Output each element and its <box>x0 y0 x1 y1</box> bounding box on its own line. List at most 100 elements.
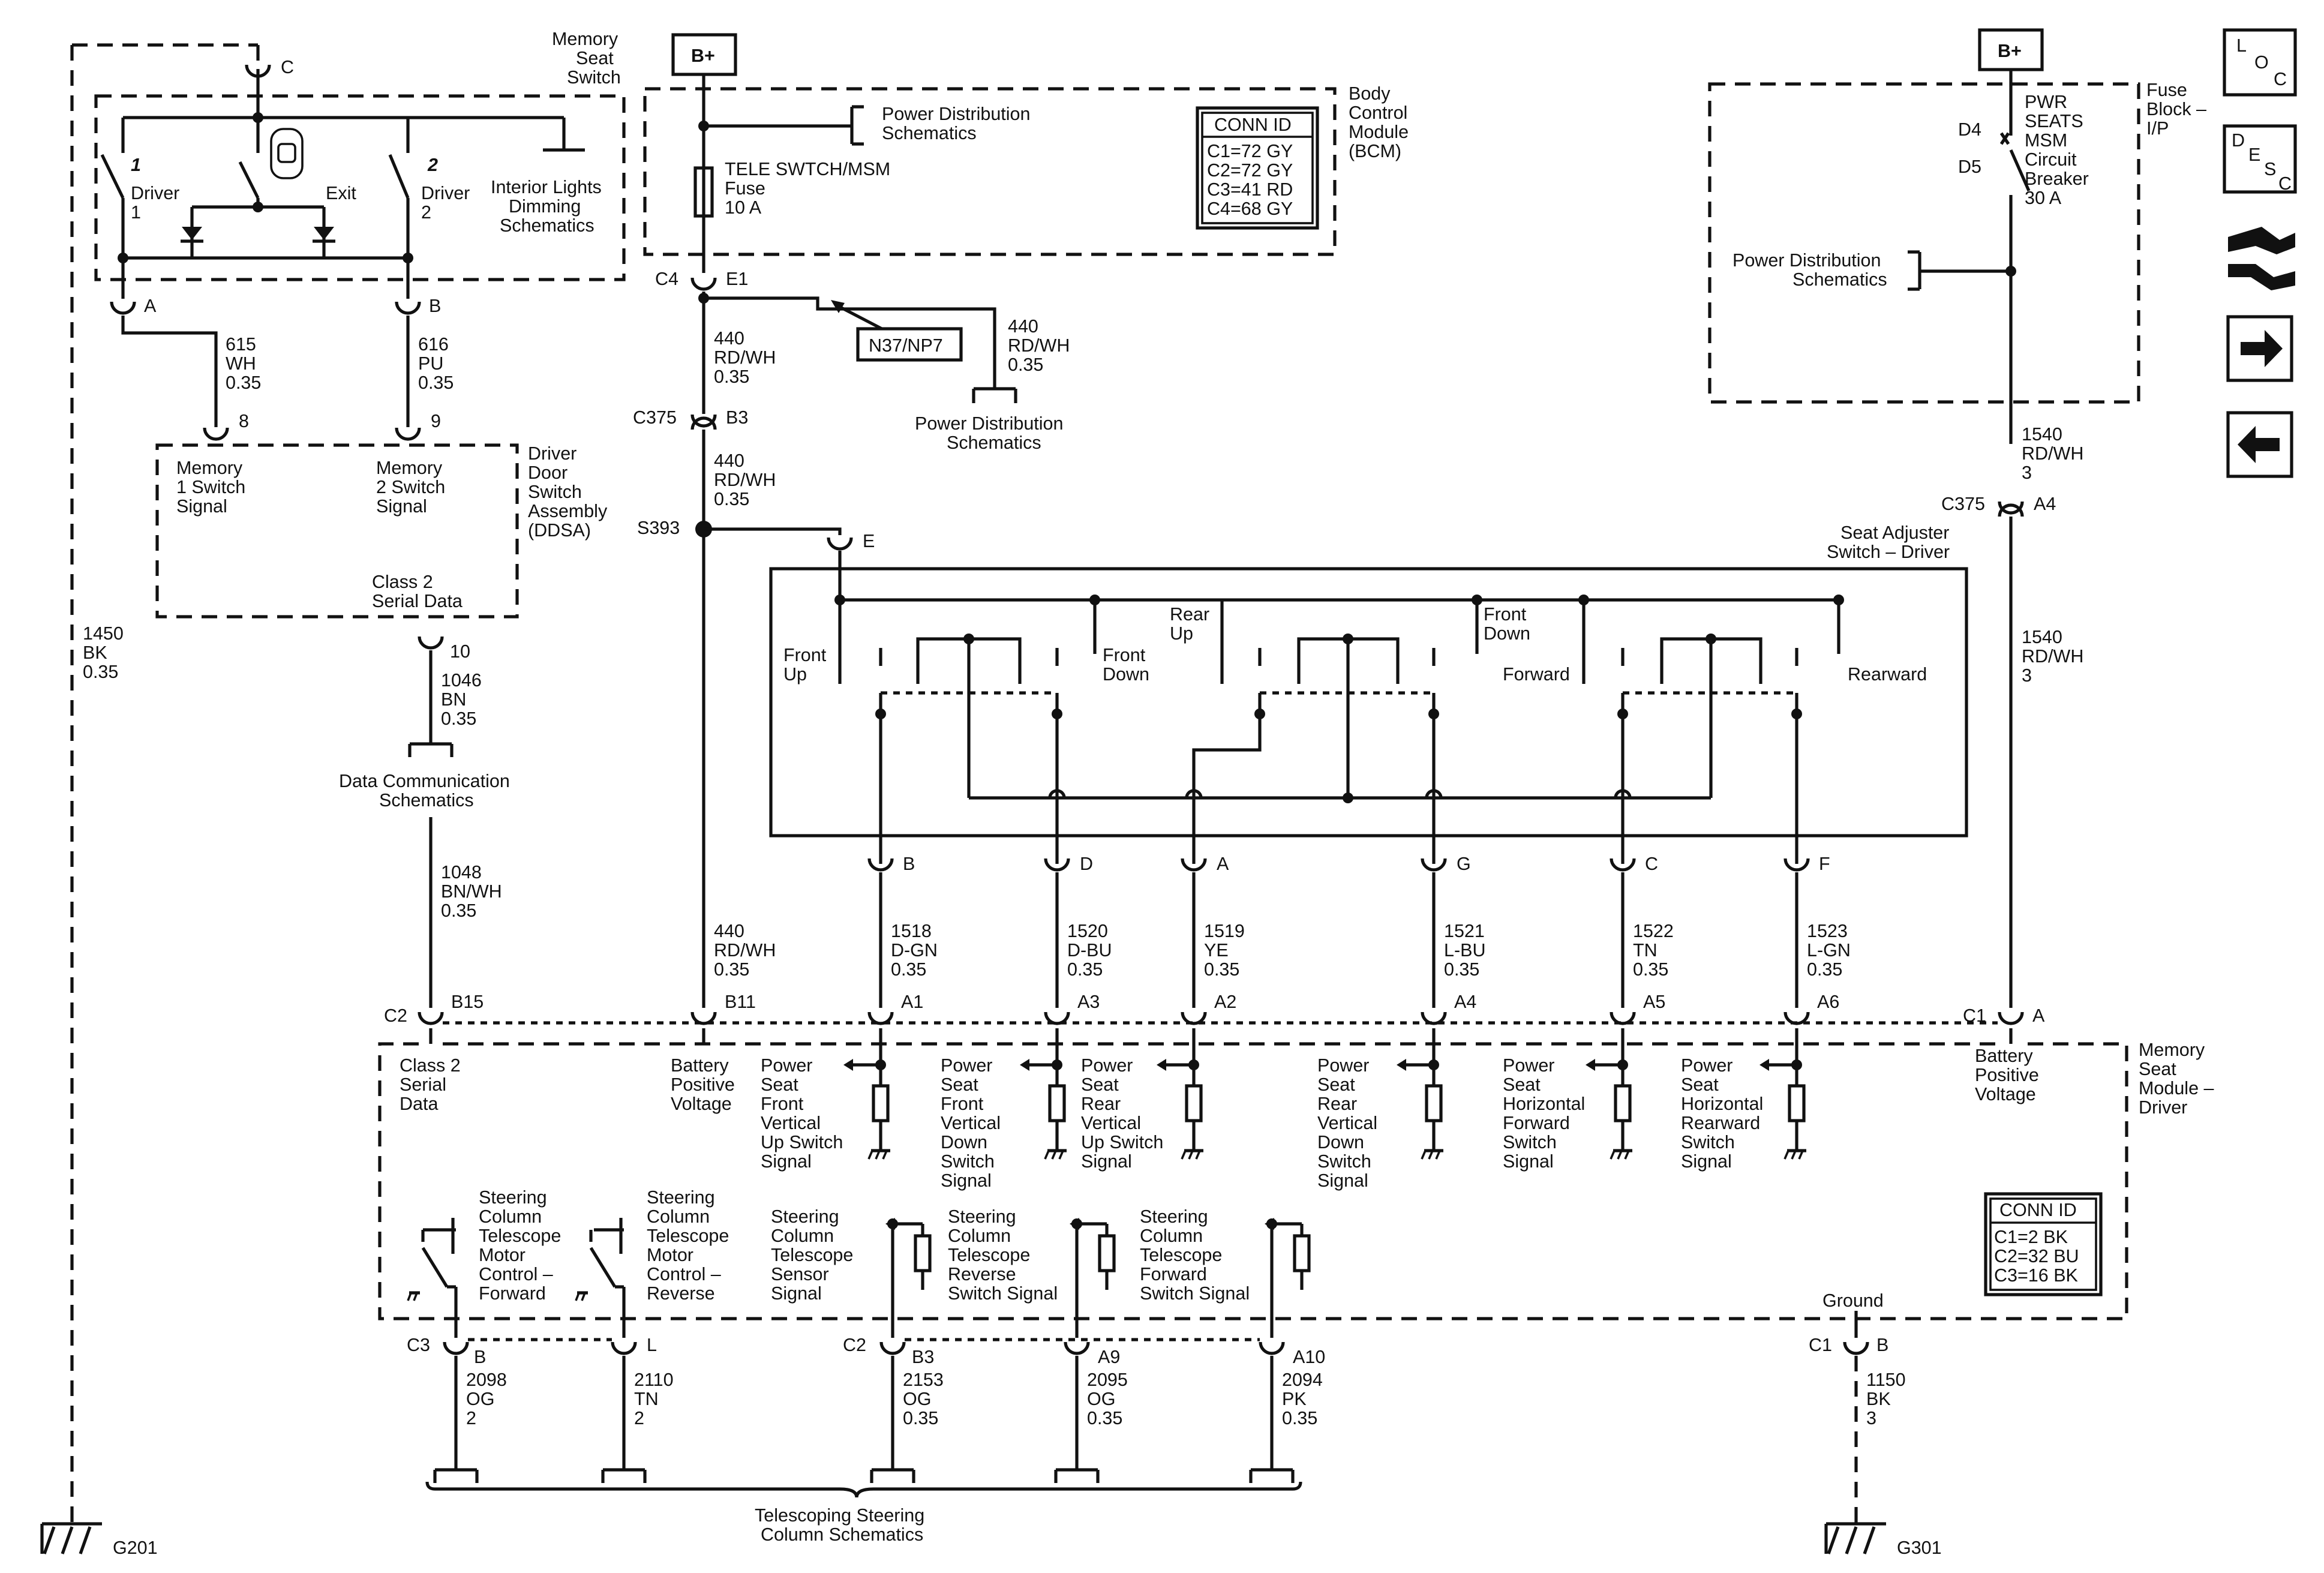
svg-text:B: B <box>429 296 441 316</box>
svg-text:E: E <box>2248 145 2260 165</box>
svg-text:B+: B+ <box>1998 41 2022 61</box>
seat-switch-output-connectors: B D A G C F A1 A3 A2 A4 A5 A6 <box>869 854 1839 1023</box>
desc-button[interactable]: D E S C <box>2223 124 2297 194</box>
svg-text:D5: D5 <box>1958 157 1981 177</box>
connector-c375-a4-right: C375 A4 C1 A <box>1941 494 2056 1026</box>
svg-text:A2: A2 <box>1214 992 1236 1012</box>
svg-text:D: D <box>1080 854 1093 874</box>
svg-text:A6: A6 <box>1817 992 1839 1012</box>
svg-text:C: C <box>281 57 294 77</box>
forward-label: Forward <box>1503 664 1570 685</box>
rearward-label: Rearward <box>1848 664 1927 685</box>
svg-text:B3: B3 <box>726 407 748 428</box>
wiring-connector-icon[interactable] <box>2228 227 2295 290</box>
svg-text:B: B <box>903 854 915 874</box>
svg-text:A: A <box>1217 854 1229 874</box>
svg-text:C: C <box>2274 69 2287 89</box>
svg-text:A5: A5 <box>1643 992 1665 1012</box>
svg-text:B: B <box>474 1347 486 1367</box>
ground-g201: G201 <box>40 1522 158 1558</box>
svg-text:9: 9 <box>431 411 441 431</box>
bcm-conn-id-table: CONN ID C1=72 GY C2=72 GY C3=41 RD C4=68… <box>1196 106 1319 230</box>
svg-text:E1: E1 <box>726 269 748 289</box>
msm-conn-id-table: CONN ID C1=2 BK C2=32 BU C3=16 BK <box>1984 1192 2103 1296</box>
svg-text:B: B <box>1876 1335 1888 1355</box>
seat-input-circuits <box>843 1028 1806 1160</box>
svg-text:C3=16 BK: C3=16 BK <box>1994 1265 2078 1286</box>
svg-text:F: F <box>1819 854 1830 874</box>
svg-text:O: O <box>2254 52 2269 73</box>
svg-text:C: C <box>1645 854 1658 874</box>
svg-text:D: D <box>2232 130 2245 151</box>
svg-text:L: L <box>647 1335 657 1355</box>
loc-button[interactable]: L O C <box>2223 28 2297 97</box>
svg-text:C3=41 RD: C3=41 RD <box>1207 179 1293 200</box>
n37-np7-tag: N37/NP7 <box>869 335 943 356</box>
svg-text:C1: C1 <box>1809 1335 1832 1355</box>
svg-text:B15: B15 <box>451 992 484 1012</box>
svg-text:G: G <box>1457 854 1471 874</box>
svg-text:A1: A1 <box>901 992 923 1012</box>
svg-text:A4: A4 <box>1454 992 1476 1012</box>
svg-text:C375: C375 <box>1941 494 1985 514</box>
arrow-right-icon <box>2241 330 2283 367</box>
svg-text:C375: C375 <box>633 407 677 428</box>
svg-text:A10: A10 <box>1293 1347 1325 1367</box>
svg-text:C2: C2 <box>843 1335 866 1355</box>
svg-text:CONN ID: CONN ID <box>1214 115 1292 135</box>
svg-text:C: C <box>2278 173 2292 194</box>
svg-text:C2=72 GY: C2=72 GY <box>1207 160 1293 181</box>
svg-text:C4: C4 <box>655 269 678 289</box>
arrow-left-button[interactable] <box>2226 411 2293 478</box>
arrow-right-button[interactable] <box>2226 315 2293 382</box>
driver-2-digit: 2 <box>427 155 438 175</box>
svg-text:C4=68 GY: C4=68 GY <box>1207 199 1293 219</box>
svg-text:C2=32 BU: C2=32 BU <box>1994 1246 2079 1266</box>
